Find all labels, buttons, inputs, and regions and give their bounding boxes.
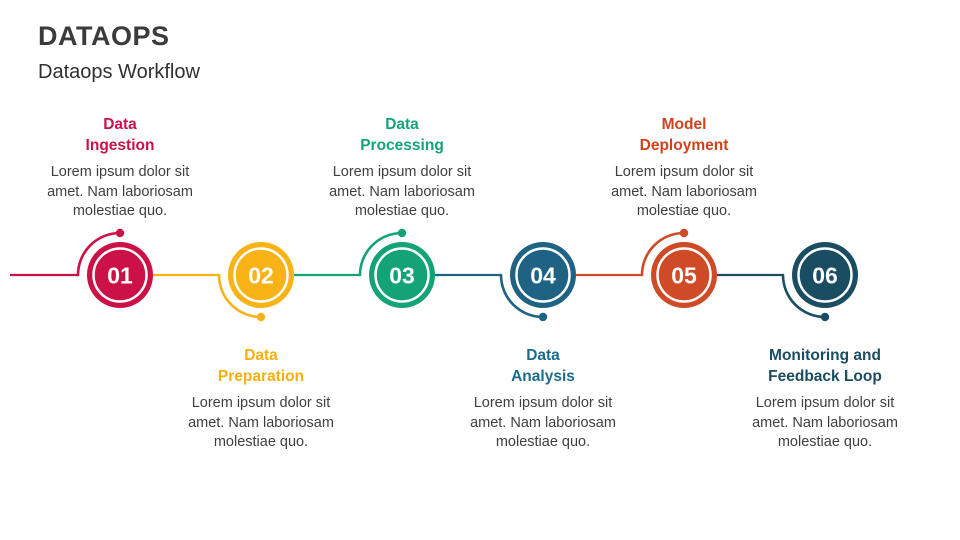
step-ring	[656, 247, 712, 303]
step-circle	[228, 242, 294, 308]
step-ring	[797, 247, 853, 303]
step-ring	[515, 247, 571, 303]
arc-dot	[820, 312, 830, 322]
step-number: 02	[248, 263, 274, 289]
step-description: Lorem ipsum dolor sit amet. Nam laborios…	[752, 395, 898, 450]
step-number: 05	[671, 263, 697, 289]
step-label-data-processing: Data Processing Lorem ipsum dolor sit am…	[302, 114, 502, 222]
arc-dot	[397, 228, 407, 238]
slide-subtitle: Dataops Workflow	[38, 61, 200, 83]
step-description: Lorem ipsum dolor sit amet. Nam laborios…	[611, 164, 757, 219]
step-circle	[369, 242, 435, 308]
step-description: Lorem ipsum dolor sit amet. Nam laborios…	[470, 395, 616, 450]
step-arc	[640, 231, 686, 277]
step-arc	[499, 273, 545, 319]
step-title: Data Preparation	[217, 347, 305, 385]
step-arc	[358, 231, 404, 277]
arc-dot	[115, 228, 125, 238]
step-title: Model Deployment	[639, 116, 729, 154]
slide-title: DATAOPS	[38, 21, 170, 51]
step-number: 04	[530, 263, 556, 289]
step-ring	[92, 247, 148, 303]
step-label-data-analysis: Data Analysis Lorem ipsum dolor sit amet…	[443, 345, 643, 453]
arc-dot	[679, 228, 689, 238]
step-title: Data Processing	[360, 116, 444, 154]
step-number: 06	[812, 263, 838, 289]
slide-header: DATAOPS Dataops Workflow	[38, 20, 200, 85]
step-title: Monitoring and Feedback Loop	[768, 347, 882, 385]
step-circle	[651, 242, 717, 308]
step-description: Lorem ipsum dolor sit amet. Nam laborios…	[47, 164, 193, 219]
step-label-model-deployment: Model Deployment Lorem ipsum dolor sit a…	[584, 114, 784, 222]
step-label-data-preparation: Data Preparation Lorem ipsum dolor sit a…	[161, 345, 361, 453]
step-label-data-ingestion: Data Ingestion Lorem ipsum dolor sit ame…	[20, 114, 220, 222]
step-description: Lorem ipsum dolor sit amet. Nam laborios…	[329, 164, 475, 219]
step-circle	[510, 242, 576, 308]
step-number: 01	[107, 263, 133, 289]
step-ring	[374, 247, 430, 303]
arc-dot	[256, 312, 266, 322]
step-circle	[87, 242, 153, 308]
step-label-monitoring-feedback-loop: Monitoring and Feedback Loop Lorem ipsum…	[725, 345, 925, 453]
step-title: Data Ingestion	[85, 116, 155, 154]
step-title: Data Analysis	[511, 347, 575, 385]
step-ring	[233, 247, 289, 303]
step-description: Lorem ipsum dolor sit amet. Nam laborios…	[188, 395, 334, 450]
step-number: 03	[389, 263, 415, 289]
step-arc	[781, 273, 827, 319]
arc-dot	[538, 312, 548, 322]
step-circle	[792, 242, 858, 308]
step-arc	[217, 273, 263, 319]
step-arc	[76, 231, 122, 277]
